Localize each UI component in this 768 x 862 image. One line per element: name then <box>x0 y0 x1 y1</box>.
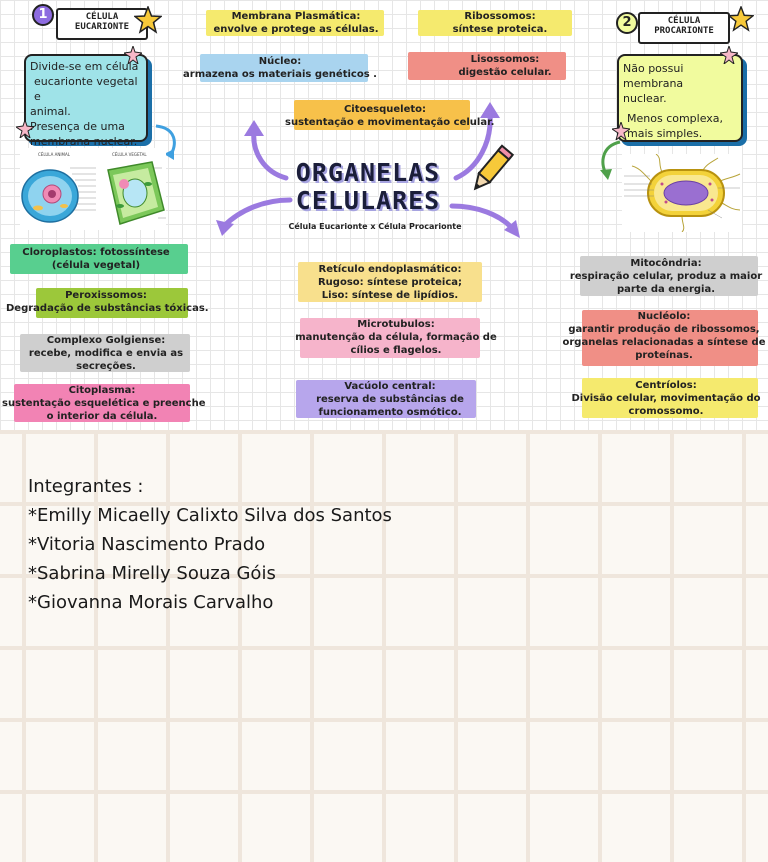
cloroplastos-desc: (célula vegetal) <box>6 259 186 272</box>
microtubulos-desc: manutenção da célula, formação de <box>284 331 508 344</box>
lisossomos-desc: digestão celular. <box>420 66 590 79</box>
mitocondria-title: Mitocôndria: <box>566 257 766 270</box>
nucleolo-title: Nucléolo: <box>562 310 766 323</box>
vacuolo-desc: funcionamento osmótico. <box>290 406 490 419</box>
sparkle-icon <box>124 46 142 64</box>
nucleolo-desc: proteínas. <box>562 349 766 362</box>
centriolos-title: Centríolos: <box>566 379 766 392</box>
number-badge-1: 1 <box>32 4 54 26</box>
sparkle-icon <box>720 46 738 64</box>
main-subtitle: Célula Eucarionte x Célula Procarionte <box>270 222 480 232</box>
main-title-line2: CELULARES <box>268 188 468 214</box>
membrana-title: Membrana Plasmática: <box>196 10 396 23</box>
lisossomos-title: Lisossomos: <box>420 53 590 66</box>
mitocondria-desc: respiração celular, produz a maior <box>566 270 766 283</box>
golgi-title: Complexo Golgiense: <box>6 334 206 347</box>
eucarionte-desc-line: eucarionte vegetal e <box>30 74 142 104</box>
microtubulos-desc: cílios e flagelos. <box>284 344 508 357</box>
reticulo-desc: Rugoso: síntese proteica; <box>290 276 490 289</box>
citoesqueleto-desc: sustentação e movimentação celular. <box>285 116 485 129</box>
main-title-line1: ORGANELAS <box>268 160 468 186</box>
mitocondria-desc: parte da energia. <box>566 283 766 296</box>
vacuolo-desc: reserva de substâncias de <box>290 393 490 406</box>
procarionte-desc-line: nuclear. <box>623 91 737 106</box>
svg-text:CÉLULA VEGETAL: CÉLULA VEGETAL <box>112 152 147 157</box>
centriolos-desc: cromossomo. <box>566 405 766 418</box>
citoesqueleto-title: Citoesqueleto: <box>285 103 485 116</box>
procarionte-desc-line: mais simples. <box>623 126 737 141</box>
reticulo-title: Retículo endoplasmático: <box>290 263 490 276</box>
nucleo-desc: armazena os materiais genéticos . <box>180 68 380 81</box>
eucarionte-desc-line: membrana nuclear. <box>30 134 142 149</box>
eucarionte-desc-line: Presença de uma <box>30 119 142 134</box>
prokaryotic-cell-diagram <box>622 154 742 232</box>
ribossomos-desc: síntese proteica. <box>420 23 580 36</box>
member-name: *Sabrina Mirelly Souza Góis <box>28 559 392 588</box>
member-name: *Giovanna Morais Carvalho <box>28 588 392 617</box>
citoplasma-desc: o interior da célula. <box>2 410 202 423</box>
pencil-icon <box>466 144 514 198</box>
eucarionte-title-line2: EUCARIONTE <box>58 22 146 32</box>
centriolos-desc: Divisão celular, movimentação do <box>566 392 766 405</box>
procarionte-title-badge: CÉLULA PROCARIONTE <box>638 12 730 44</box>
svg-text:CÉLULA ANIMAL: CÉLULA ANIMAL <box>38 152 71 157</box>
member-name: *Emilly Micaelly Calixto Silva dos Santo… <box>28 501 392 530</box>
eucarionte-title-line1: CÉLULA <box>58 12 146 22</box>
nucleolo-desc: garantir produção de ribossomos, <box>562 323 766 336</box>
microtubulos-title: Microtubulos: <box>284 318 508 331</box>
reticulo-desc: Liso: síntese de lipídios. <box>290 289 490 302</box>
procarionte-description-box: Não possui membrana nuclear. Menos compl… <box>617 54 743 142</box>
procarionte-desc-line: Não possui membrana <box>623 61 737 91</box>
members-heading: Integrantes : <box>28 472 392 501</box>
procarionte-title-line2: PROCARIONTE <box>640 26 728 36</box>
star-icon <box>728 6 754 32</box>
peroxissomos-title: Peroxissomos: <box>6 289 206 302</box>
membrana-desc: envolve e protege as células. <box>196 23 396 36</box>
member-name: *Vitoria Nascimento Prado <box>28 530 392 559</box>
golgi-desc: secreções. <box>6 360 206 373</box>
nucleolo-desc: organelas relacionadas a síntese de <box>562 336 766 349</box>
members-section: Integrantes : *Emilly Micaelly Calixto S… <box>28 472 392 617</box>
eucarionte-desc-line: animal. <box>30 104 142 119</box>
star-icon <box>134 6 162 34</box>
eukaryotic-cell-diagrams: CÉLULA ANIMAL CÉLULA VEGETAL <box>20 148 166 230</box>
ribossomos-title: Ribossomos: <box>420 10 580 23</box>
golgi-desc: recebe, modifica e envia as <box>6 347 206 360</box>
nucleo-title: Núcleo: <box>180 55 380 68</box>
cloroplastos-title: Cloroplastos: fotossíntese <box>6 246 186 259</box>
peroxissomos-desc: Degradação de substâncias tóxicas. <box>6 302 206 315</box>
procarionte-title-line1: CÉLULA <box>640 16 728 26</box>
procarionte-desc-line: Menos complexa, <box>623 111 737 126</box>
sparkle-icon <box>16 120 34 138</box>
citoplasma-title: Citoplasma: <box>2 384 202 397</box>
number-badge-2: 2 <box>616 12 638 34</box>
vacuolo-title: Vacúolo central: <box>290 380 490 393</box>
citoplasma-desc: sustentação esquelética e preenche <box>2 397 202 410</box>
eucarionte-description-box: Divide-se em célula eucarionte vegetal e… <box>24 54 148 142</box>
